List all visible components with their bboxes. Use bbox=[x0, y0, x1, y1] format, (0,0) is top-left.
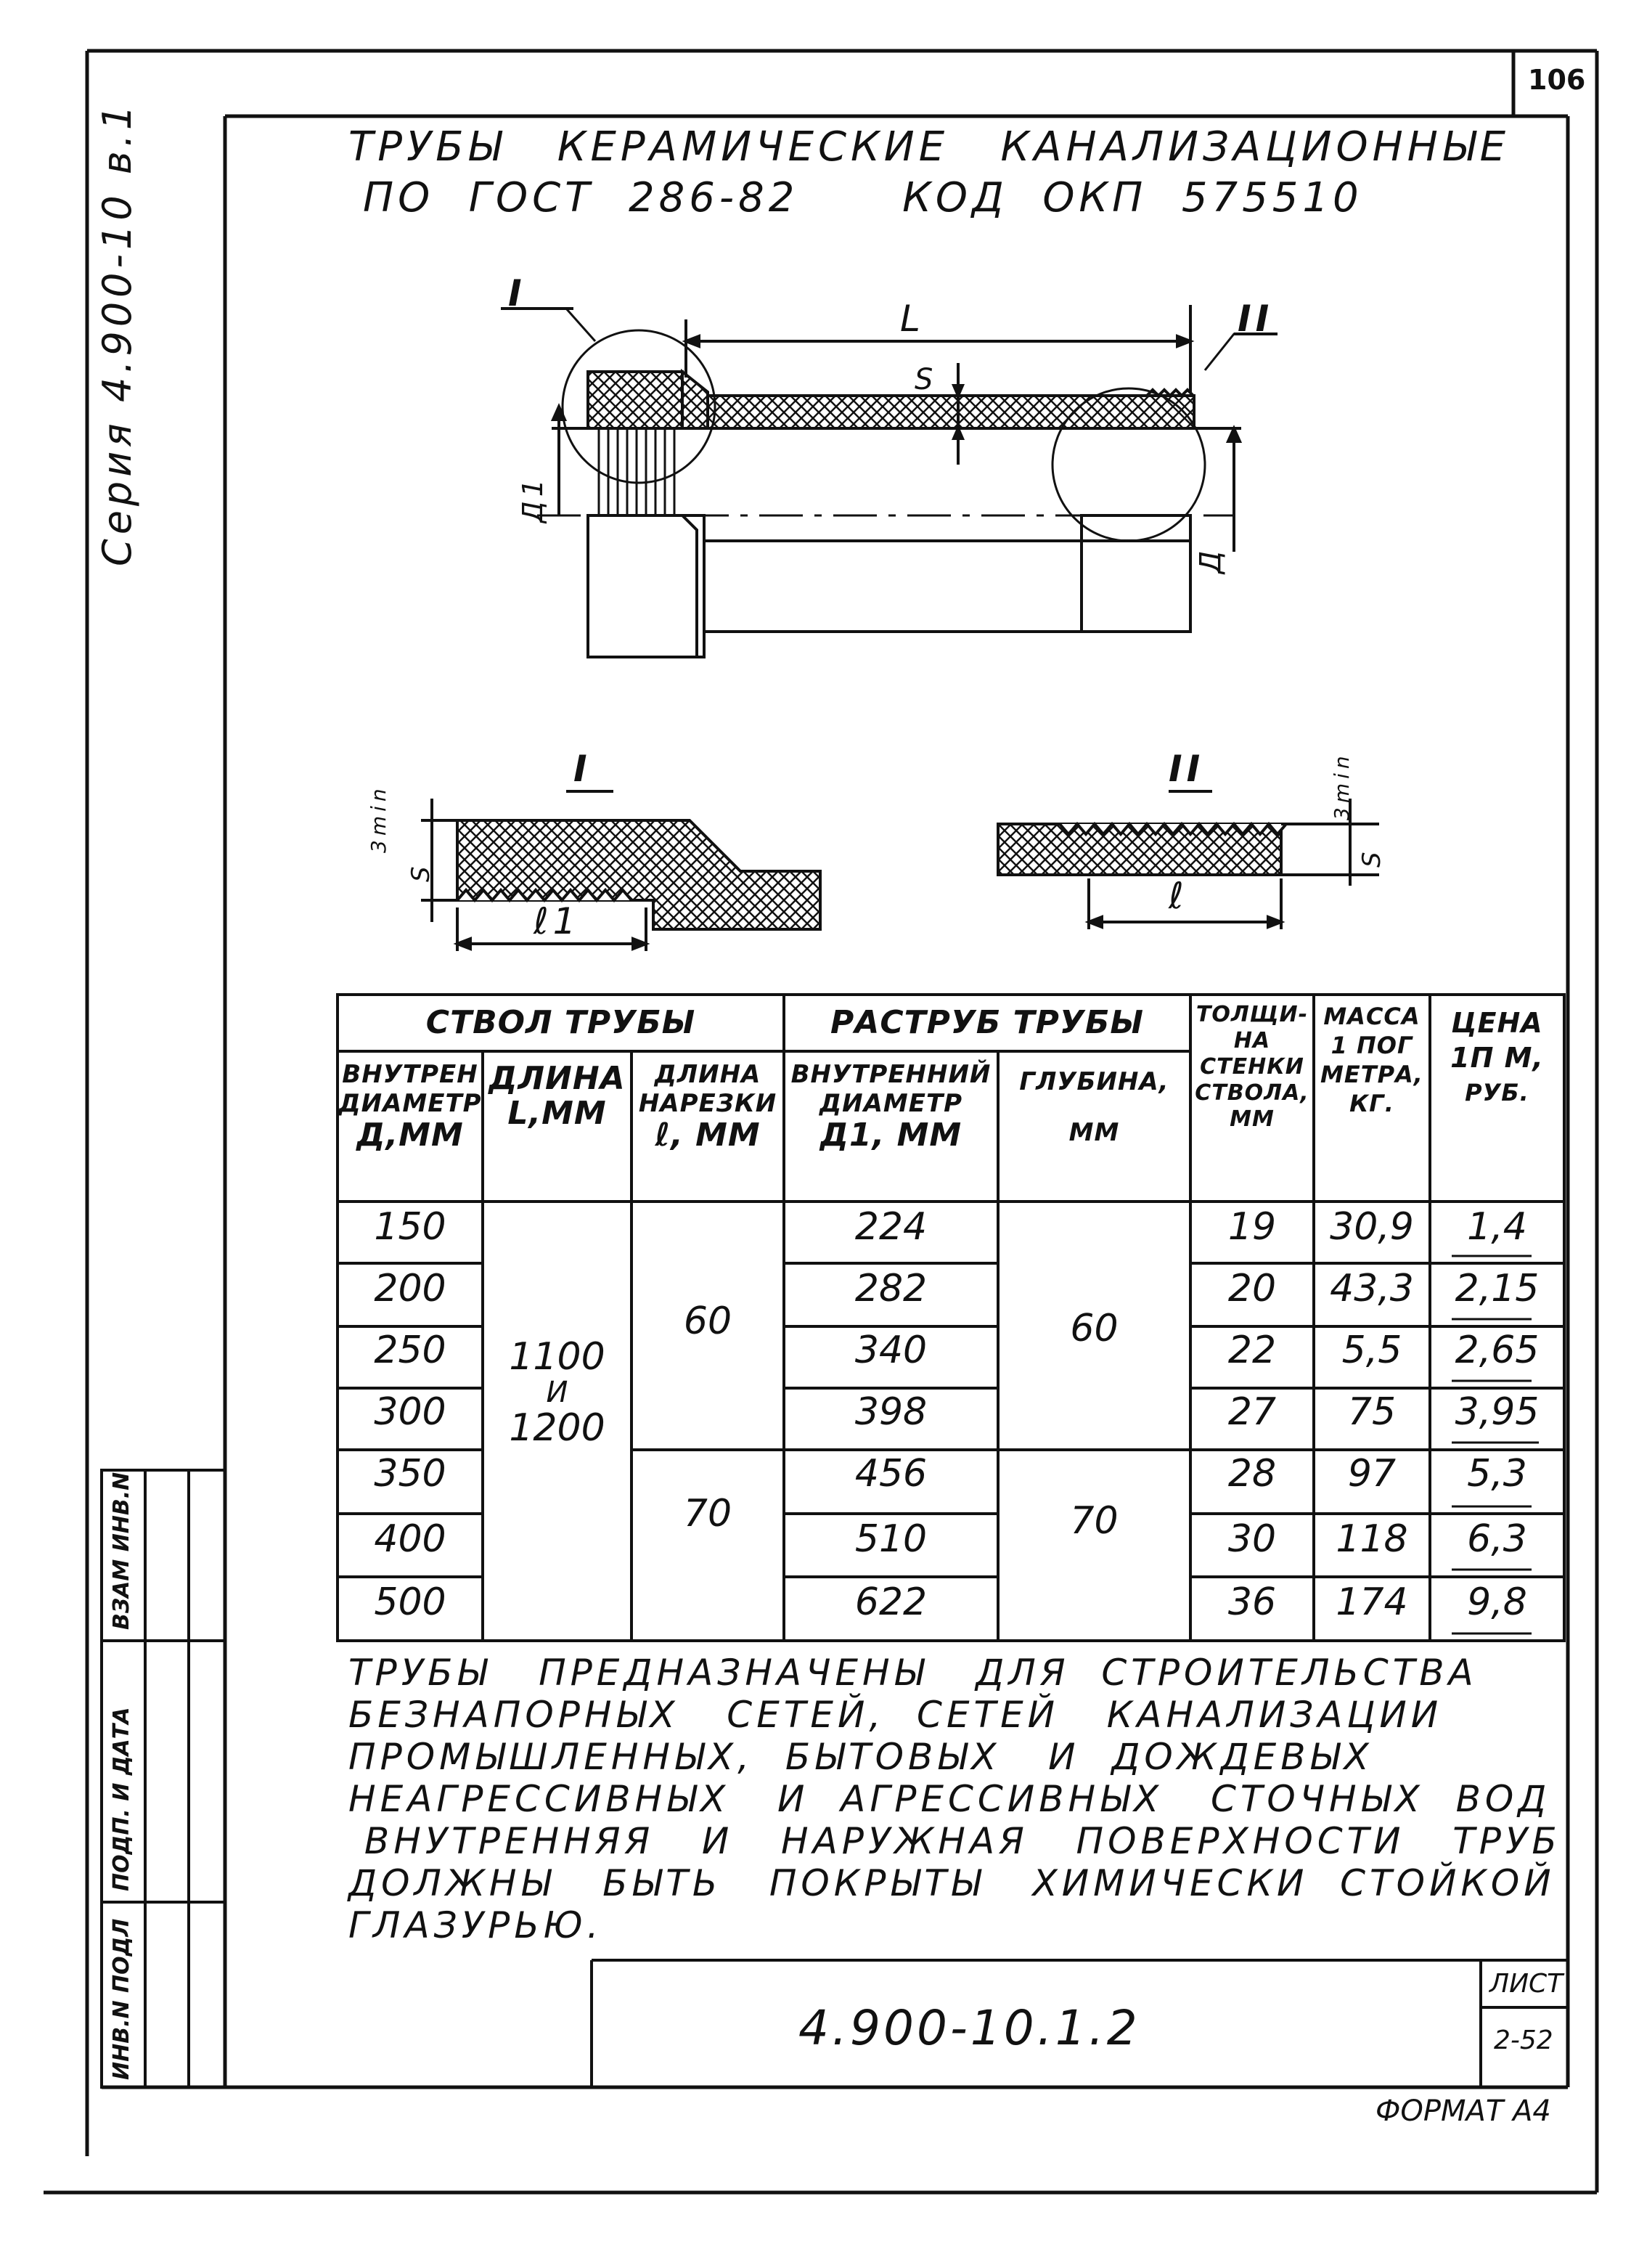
cell-socket-diameter: 340 bbox=[854, 1329, 928, 1372]
cell-mass: 174 bbox=[1336, 1580, 1408, 1624]
callout-1-label: I bbox=[508, 272, 526, 314]
sheet-value: 2-52 bbox=[1494, 2026, 1553, 2055]
cell-inner-diameter: 500 bbox=[374, 1580, 446, 1624]
cell-mass: 43,3 bbox=[1330, 1267, 1414, 1310]
cell-wall-thickness: 27 bbox=[1227, 1390, 1277, 1434]
depth-group-2: 70 bbox=[1070, 1499, 1119, 1543]
detail-1-label: I bbox=[573, 748, 592, 790]
header-socket-group: РАСТРУБ ТРУБЫ bbox=[830, 1004, 1144, 1041]
cell-wall-thickness: 19 bbox=[1227, 1205, 1277, 1249]
side-stamp-block bbox=[100, 1469, 225, 2089]
cell-price: 1,4 bbox=[1467, 1205, 1527, 1249]
dim-D-label: Д bbox=[1194, 546, 1227, 574]
page-number: 106 bbox=[1528, 64, 1586, 96]
side-podp-data: ПОДП. И ДАТА bbox=[109, 1707, 134, 1891]
cell-wall-thickness: 22 bbox=[1227, 1329, 1277, 1372]
cell-wall-thickness: 28 bbox=[1227, 1452, 1277, 1496]
side-vzam-inv: ВЗАМ ИНВ.N bbox=[109, 1472, 134, 1630]
header-barrel-group: СТВОЛ ТРУБЫ bbox=[425, 1004, 696, 1041]
note-line: ПРОМЫШЛЕННЫХ, БЫТОВЫХ И ДОЖДЕВЫХ bbox=[348, 1736, 1373, 1778]
detail-2-drawing bbox=[997, 790, 1379, 929]
cell-socket-diameter: 456 bbox=[854, 1452, 928, 1496]
cell-inner-diameter: 250 bbox=[374, 1329, 446, 1372]
cell-mass: 75 bbox=[1347, 1390, 1397, 1434]
cell-price: 6,3 bbox=[1467, 1517, 1527, 1561]
depth-group-1: 60 bbox=[1070, 1307, 1119, 1350]
cell-socket-diameter: 282 bbox=[854, 1267, 928, 1310]
table-grid bbox=[336, 993, 1566, 1642]
cell-mass: 97 bbox=[1347, 1452, 1397, 1496]
thread-group-1: 60 bbox=[683, 1300, 732, 1343]
cell-price: 3,95 bbox=[1455, 1390, 1540, 1434]
dim-l-label: ℓ bbox=[1169, 875, 1188, 917]
sheet-label: ЛИСТ bbox=[1489, 1969, 1563, 1999]
inner-frame bbox=[102, 51, 1570, 2089]
header-wall-thickness: ТОЛЩИ- НА СТЕНКИ СТВОЛА, ММ bbox=[1195, 1002, 1309, 1132]
cell-socket-diameter: 224 bbox=[854, 1205, 928, 1249]
cell-wall-thickness: 30 bbox=[1227, 1517, 1277, 1561]
note-line: ГЛАЗУРЬЮ. bbox=[348, 1904, 603, 1946]
cell-inner-diameter: 350 bbox=[374, 1452, 446, 1496]
cell-wall-thickness: 36 bbox=[1227, 1580, 1277, 1624]
detail-2-label: II bbox=[1169, 748, 1205, 790]
title-line-1: ТРУБЫ КЕРАМИЧЕСКИЕ КАНАЛИЗАЦИОННЫЕ bbox=[348, 123, 1511, 171]
note-line: НЕАГРЕССИВНЫХ И АГРЕССИВНЫХ СТОЧНЫХ ВОД bbox=[348, 1778, 1551, 1820]
side-inv-podl: ИНВ.N ПОДЛ bbox=[109, 1918, 134, 2080]
callout-2-label: II bbox=[1238, 298, 1274, 340]
header-length: ДЛИНА L,ММ bbox=[489, 1060, 626, 1132]
header-socket-diameter: ВНУТРЕННИЙ ДИАМЕТР Д1, ММ bbox=[790, 1060, 992, 1154]
note-line: ВНУТРЕННЯЯ И НАРУЖНАЯ ПОВЕРХНОСТИ ТРУБ bbox=[348, 1820, 1561, 1862]
header-depth: ГЛУБИНА, ММ bbox=[1019, 1067, 1169, 1147]
title-line-2: ПО ГОСТ 286-82 КОД ОКП 575510 bbox=[363, 174, 1363, 221]
cell-inner-diameter: 400 bbox=[374, 1517, 446, 1561]
cell-socket-diameter: 510 bbox=[854, 1517, 928, 1561]
dim-S-label: S bbox=[915, 363, 938, 396]
dim-D1-label: Д1 bbox=[517, 475, 549, 523]
format-label: ФОРМАТ А4 bbox=[1375, 2094, 1551, 2128]
outer-frame bbox=[44, 49, 1599, 2195]
price-underlines bbox=[1452, 1255, 1539, 1635]
cell-mass: 30,9 bbox=[1330, 1205, 1414, 1249]
header-inner-diameter: ВНУТРЕН ДИАМЕТР Д,ММ bbox=[338, 1060, 482, 1154]
dim-3min-1: 3min bbox=[367, 784, 391, 853]
cell-price: 5,3 bbox=[1467, 1452, 1527, 1496]
note-line: БЕЗНАПОРНЫХ СЕТЕЙ, СЕТЕЙ КАНАЛИЗАЦИИ bbox=[348, 1694, 1443, 1736]
dim-L-label: L bbox=[900, 298, 925, 340]
cell-inner-diameter: 150 bbox=[374, 1205, 446, 1249]
header-price: ЦЕНА 1П М, РУБ. bbox=[1450, 1007, 1544, 1106]
cell-socket-diameter: 398 bbox=[854, 1390, 928, 1434]
header-thread-length: ДЛИНА НАРЕЗКИ ℓ, ММ bbox=[638, 1060, 777, 1154]
cell-inner-diameter: 300 bbox=[374, 1390, 446, 1434]
cell-inner-diameter: 200 bbox=[374, 1267, 446, 1310]
dim-l1-label: ℓ1 bbox=[534, 900, 581, 942]
cell-wall-thickness: 20 bbox=[1227, 1267, 1277, 1310]
dim-3min-2: 3min bbox=[1330, 751, 1354, 820]
document-code: 4.900-10.1.2 bbox=[798, 2000, 1140, 2056]
header-mass: МАССА 1 ПОГ МЕТРА, КГ. bbox=[1320, 1003, 1423, 1117]
title-stamp bbox=[590, 1959, 1568, 2087]
cell-mass: 5,5 bbox=[1341, 1329, 1402, 1372]
cell-price: 2,15 bbox=[1455, 1267, 1540, 1310]
pipe-drawing bbox=[501, 305, 1278, 658]
series-label: Серия 4.900-10 в.1 bbox=[94, 100, 140, 566]
note-line: ТРУБЫ ПРЕДНАЗНАЧЕНЫ ДЛЯ СТРОИТЕЛЬСТВА bbox=[348, 1652, 1478, 1694]
detail-1-drawing bbox=[421, 790, 822, 951]
cell-price: 2,65 bbox=[1455, 1329, 1540, 1372]
note-line: ДОЛЖНЫ БЫТЬ ПОКРЫТЫ ХИМИЧЕСКИ СТОЙКОЙ bbox=[348, 1862, 1556, 1904]
thread-group-2: 70 bbox=[683, 1492, 732, 1535]
cell-socket-diameter: 622 bbox=[854, 1580, 928, 1624]
cell-price: 9,8 bbox=[1467, 1580, 1527, 1624]
cell-mass: 118 bbox=[1336, 1517, 1408, 1561]
dim-S-detail-2: S bbox=[1357, 847, 1386, 868]
length-merged-cell: 1100 И 1200 bbox=[509, 1335, 605, 1450]
dim-S-detail-1: S bbox=[406, 862, 436, 882]
